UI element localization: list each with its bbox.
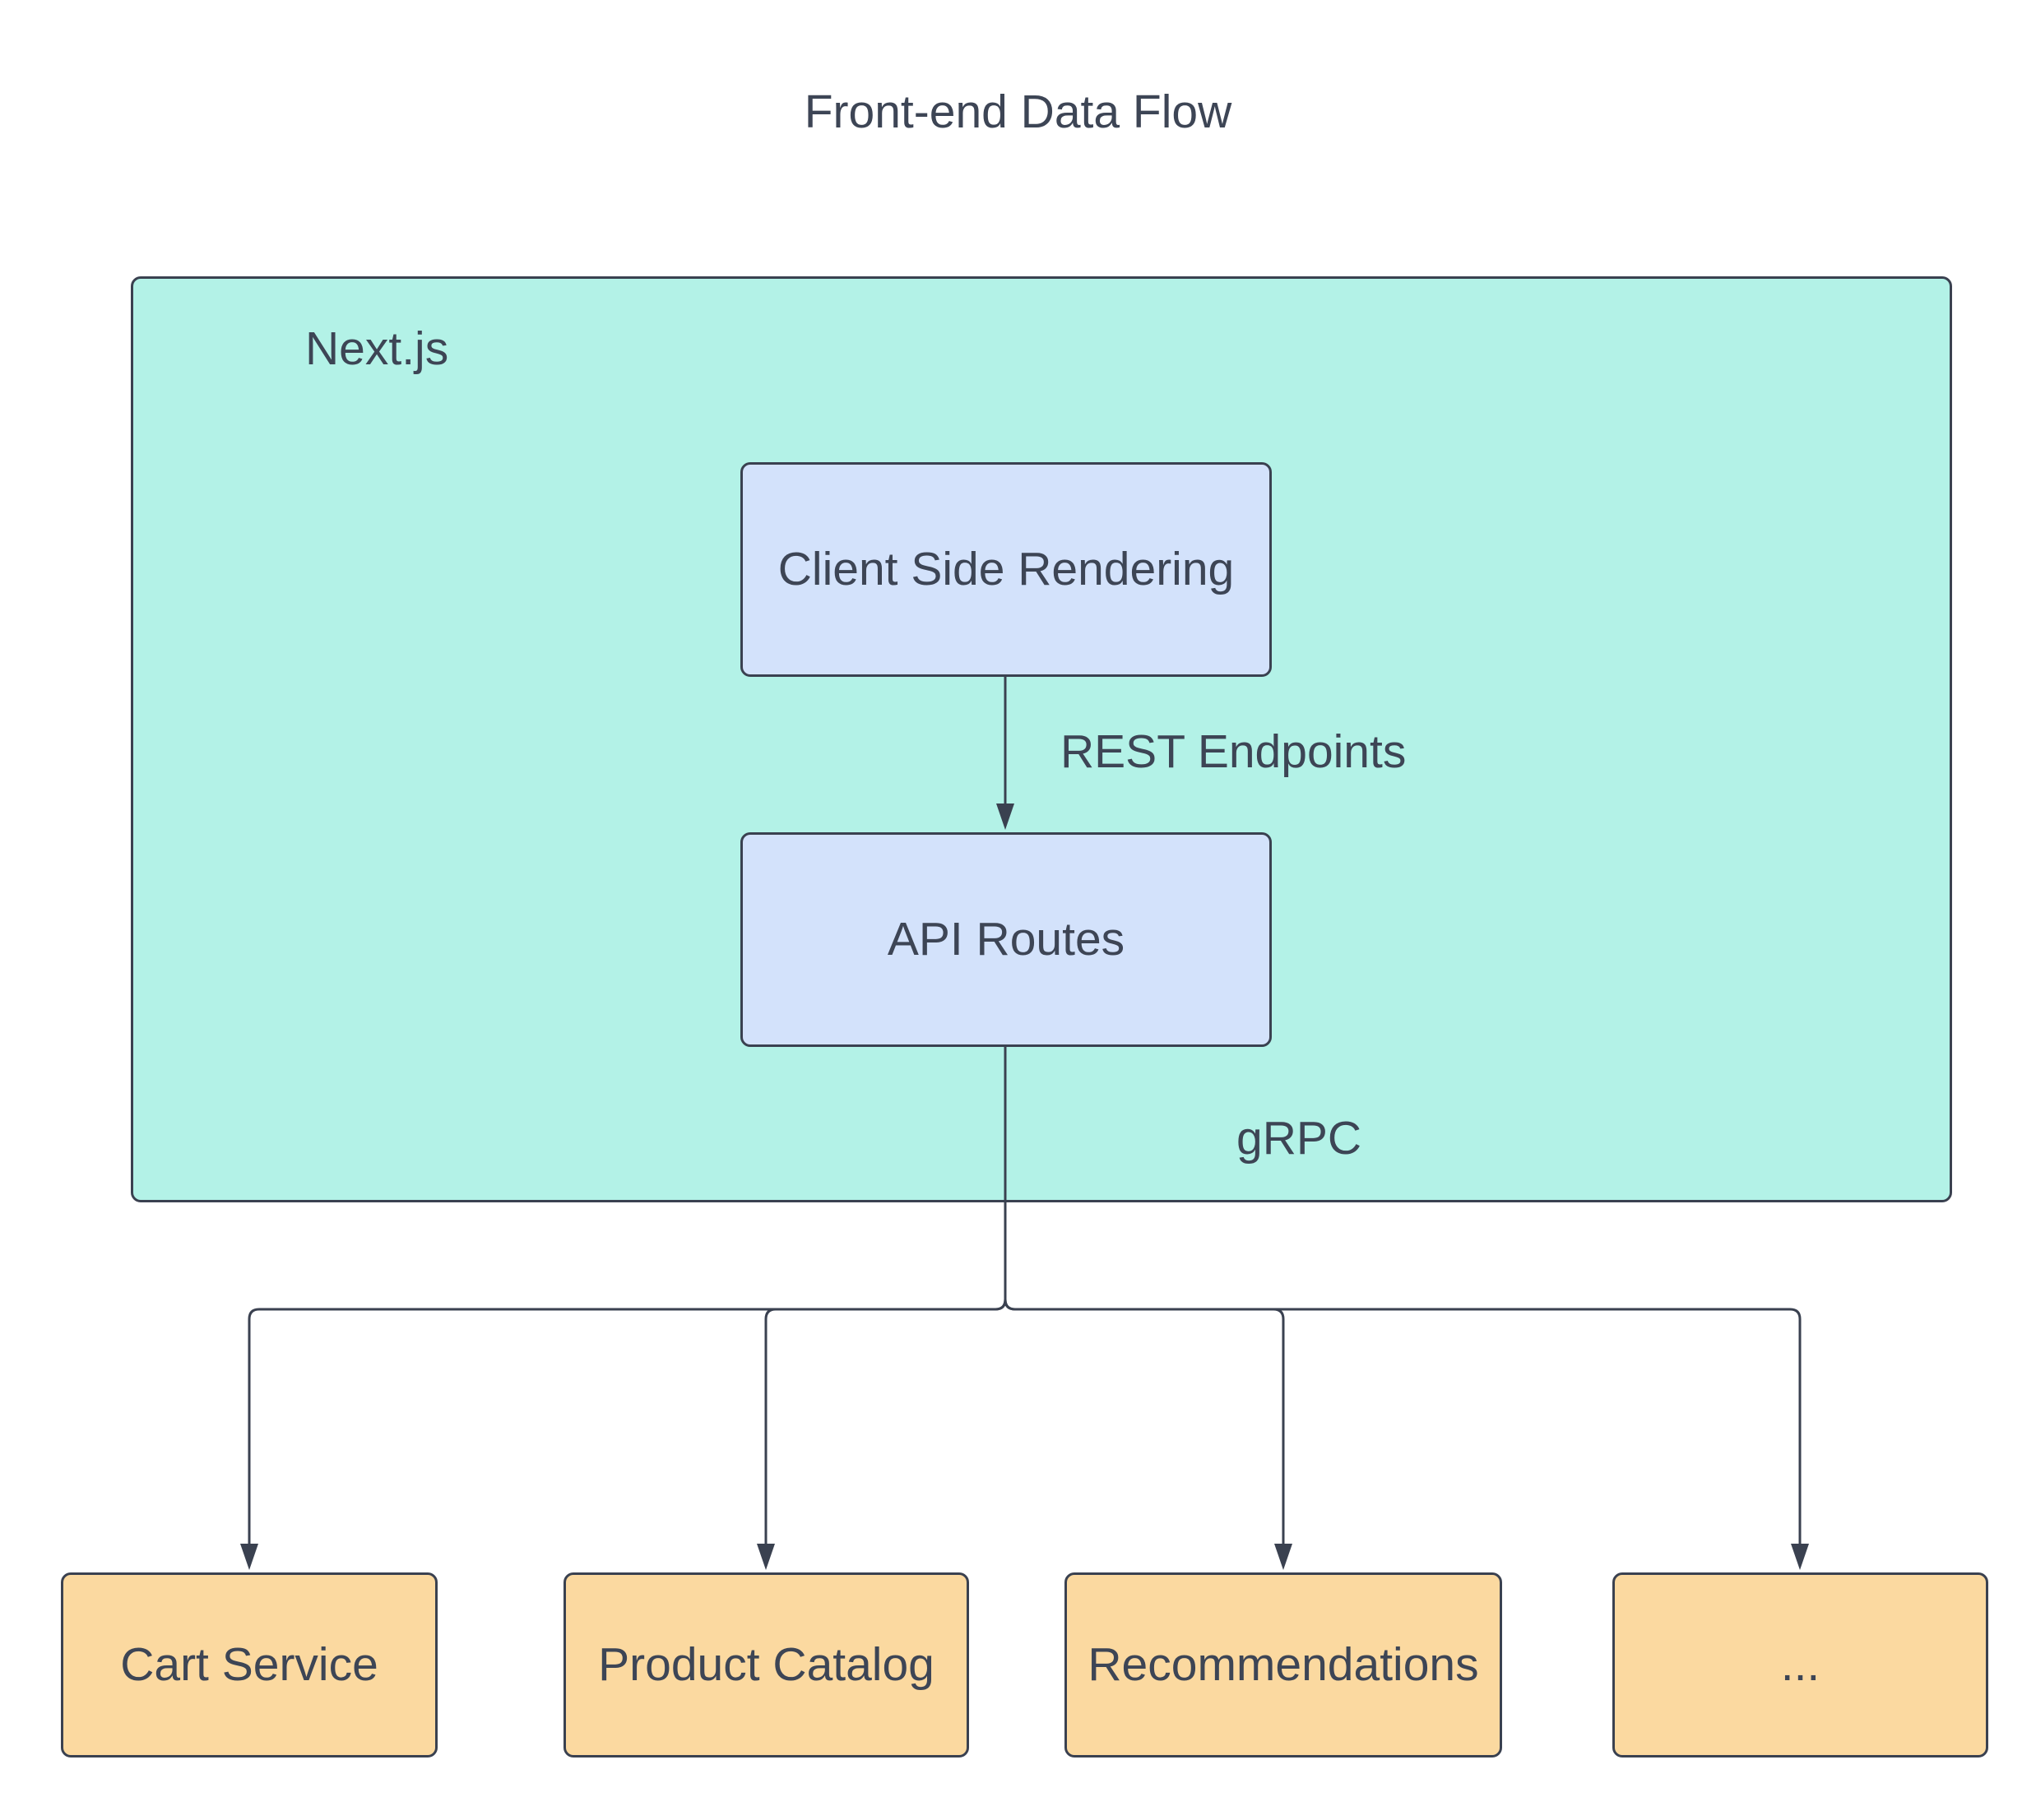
node-other-services-label: ... (1780, 1637, 1820, 1691)
node-recommendations-label: Recommendations (1088, 1637, 1479, 1691)
node-recommendations: Recommendations (1064, 1572, 1502, 1757)
node-api-routes: API Routes (740, 832, 1272, 1047)
node-cart-service: Cart Service (61, 1572, 438, 1757)
node-product-catalog: Product Catalog (563, 1572, 969, 1757)
node-other-services: ... (1612, 1572, 1988, 1757)
node-client-side-rendering-label: Client Side Rendering (777, 542, 1235, 595)
container-nextjs: Next.js (131, 276, 1952, 1202)
node-api-routes-label: API Routes (887, 912, 1125, 966)
arrowhead-product-catalog (757, 1544, 775, 1570)
arrowhead-cart-service (240, 1544, 258, 1570)
edge-label-grpc: gRPC (1236, 1112, 1362, 1165)
container-nextjs-label: Next.js (305, 322, 449, 375)
arrowhead-other-services (1791, 1544, 1809, 1570)
node-cart-service-label: Cart Service (120, 1637, 378, 1691)
edge-label-rest-endpoints: REST Endpoints (1060, 725, 1407, 778)
node-product-catalog-label: Product Catalog (598, 1637, 935, 1691)
arrowhead-recommendations (1274, 1544, 1292, 1570)
diagram-title: Front-end Data Flow (804, 86, 1232, 138)
node-client-side-rendering: Client Side Rendering (740, 462, 1272, 677)
